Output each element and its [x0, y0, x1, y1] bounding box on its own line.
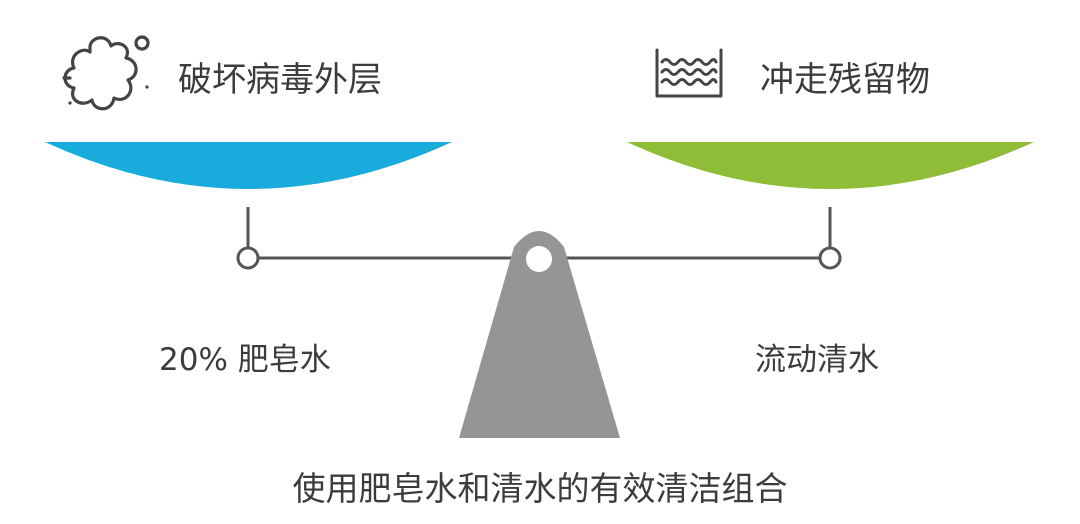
left-pan — [45, 142, 452, 189]
left-heading: 破坏病毒外层 — [178, 60, 382, 100]
scale-fulcrum — [459, 231, 620, 438]
virus-splat-icon — [62, 35, 150, 111]
left-beam-joint — [236, 246, 260, 270]
right-label: 流动清水 — [755, 342, 879, 378]
right-beam-joint — [818, 246, 842, 270]
fulcrum-pivot — [526, 246, 552, 272]
left-label: 20% 肥皂水 — [159, 342, 331, 378]
right-heading: 冲走残留物 — [760, 60, 930, 100]
water-basin-icon — [655, 48, 723, 98]
right-pan — [627, 142, 1034, 189]
caption: 使用肥皂水和清水的有效清洁组合 — [292, 469, 788, 508]
